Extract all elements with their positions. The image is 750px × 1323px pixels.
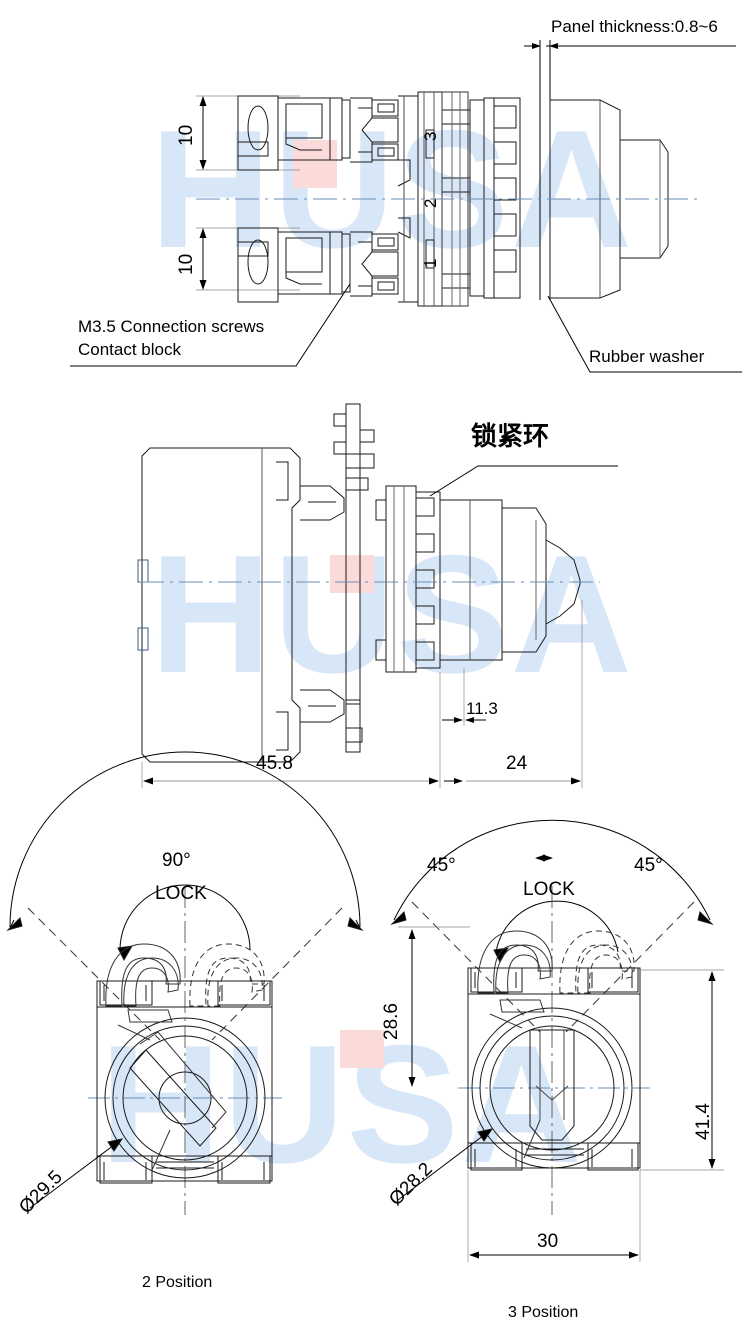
watermark-accent-middle (330, 555, 374, 593)
dimension-28-6: 28.6 (381, 1003, 402, 1040)
dimension-11-3: 11.3 (466, 699, 498, 718)
watermark-accent-bottom (340, 1030, 384, 1068)
angle-90-label: 90° (162, 850, 191, 871)
watermark-middle: HUSA (150, 520, 635, 708)
watermark-top: HUSA (150, 95, 635, 283)
contact-block-label: Contact block (78, 340, 181, 359)
rubber-washer-label: Rubber washer (589, 347, 705, 366)
connection-screws-label: M3.5 Connection screws (78, 317, 265, 336)
caption-2-position: 2 Position (142, 1274, 213, 1291)
locking-ring-label: 锁紧环 (471, 422, 550, 452)
dimension-41-4: 41.4 (693, 1103, 714, 1140)
terminal-number-2: 2 (421, 198, 440, 208)
dimension-24: 24 (506, 753, 528, 774)
lock-label-2position: LOCK (155, 883, 207, 904)
dimension-upper-10: 10 (176, 124, 197, 146)
dimension-30: 30 (537, 1231, 559, 1252)
terminal-number-3: 3 (421, 131, 440, 141)
dimension-lower-10: 10 (176, 253, 197, 275)
terminal-number-1: 1 (421, 258, 440, 268)
caption-3-position: 3 Position (508, 1304, 579, 1321)
lock-label-3position: LOCK (523, 879, 575, 900)
panel-thickness-label: Panel thickness:0.8~6 (551, 17, 718, 36)
angle-45-left-label: 45° (427, 855, 456, 876)
dimension-45-8: 45.8 (256, 753, 293, 774)
angle-45-right-label: 45° (634, 855, 663, 876)
